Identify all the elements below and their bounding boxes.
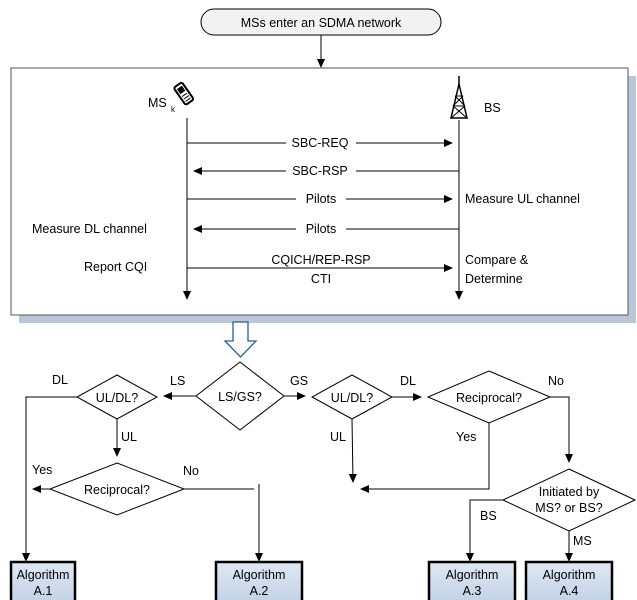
start-terminal-label: MSs enter an SDMA network [241,16,402,30]
edge-label-ls: LS [170,374,185,388]
ms-note-measure-dl: Measure DL channel [32,222,147,236]
algorithm-a4-line1: Algorithm [543,568,596,582]
edge-label-yes-left: Yes [32,463,52,477]
message-sublabel-cti: CTI [311,272,331,286]
bs-note-measure-ul: Measure UL channel [465,192,580,206]
message-label-pilots-dl: Pilots [306,222,337,236]
algorithm-a1-line1: Algorithm [17,568,70,582]
decision-reciprocal-right-label: Reciprocal? [456,391,522,405]
bs-note-determine: Determine [465,272,523,286]
algorithm-box-a1: Algorithm A.1 [9,560,77,600]
message-label-pilots-ul: Pilots [306,192,337,206]
ms-subscript: k [171,105,176,114]
algorithm-a3-line2: A.3 [463,584,482,598]
edge-label-ul-left: UL [121,430,137,444]
edge-label-no-left: No [183,464,199,478]
decision-ul-dl-left-label: UL/DL? [96,391,138,405]
edge-label-dl-right: DL [400,374,416,388]
decision-reciprocal-left-label: Reciprocal? [84,483,150,497]
edge-label-gs: GS [290,374,308,388]
decision-initiated-label-line2: MS? or BS? [535,501,602,515]
algorithm-box-a2: Algorithm A.2 [214,560,304,600]
edge-label-dl-left: DL [52,373,68,387]
algorithm-a2-line2: A.2 [250,584,269,598]
edge-label-ul-right: UL [330,430,346,444]
bs-label: BS [484,101,501,115]
ms-note-report-cqi: Report CQI [84,260,147,274]
hollow-down-arrow [223,321,258,358]
edge-label-ms: MS [573,534,592,548]
message-label-sbc-req: SBC-REQ [292,136,349,150]
edge-ul-right [348,418,357,483]
mobile-phone-icon [173,81,195,106]
bs-note-compare: Compare & [465,253,529,267]
algorithm-box-a3: Algorithm A.3 [427,560,517,600]
algorithm-a1-line2: A.1 [34,584,53,598]
message-label-cqich: CQICH/REP-RSP [271,253,370,267]
algorithm-a2-line1: Algorithm [233,568,286,582]
decision-ls-gs [195,361,285,431]
edge-label-yes-right: Yes [456,430,476,444]
edge-bs [466,499,503,562]
algorithm-a3-line1: Algorithm [446,568,499,582]
edge-yes-right [360,423,490,493]
message-label-sbc-rsp: SBC-RSP [292,164,348,178]
edge-label-no-right: No [548,374,564,388]
decision-initiated-label-line1: Initiated by [539,485,600,499]
decision-reciprocal-left [48,462,186,516]
edge-dl-left [22,396,77,562]
antenna-tower-icon [450,76,468,119]
decision-ul-dl-right-label: UL/DL? [331,391,373,405]
algorithm-box-a4: Algorithm A.4 [524,560,614,600]
algorithm-a4-line2: A.4 [560,584,579,598]
decision-ls-gs-label: LS/GS? [218,390,262,404]
ms-label: MS [148,96,167,110]
edge-label-bs: BS [480,509,497,523]
edge-no-right [550,396,573,463]
decision-initiated [501,468,637,532]
